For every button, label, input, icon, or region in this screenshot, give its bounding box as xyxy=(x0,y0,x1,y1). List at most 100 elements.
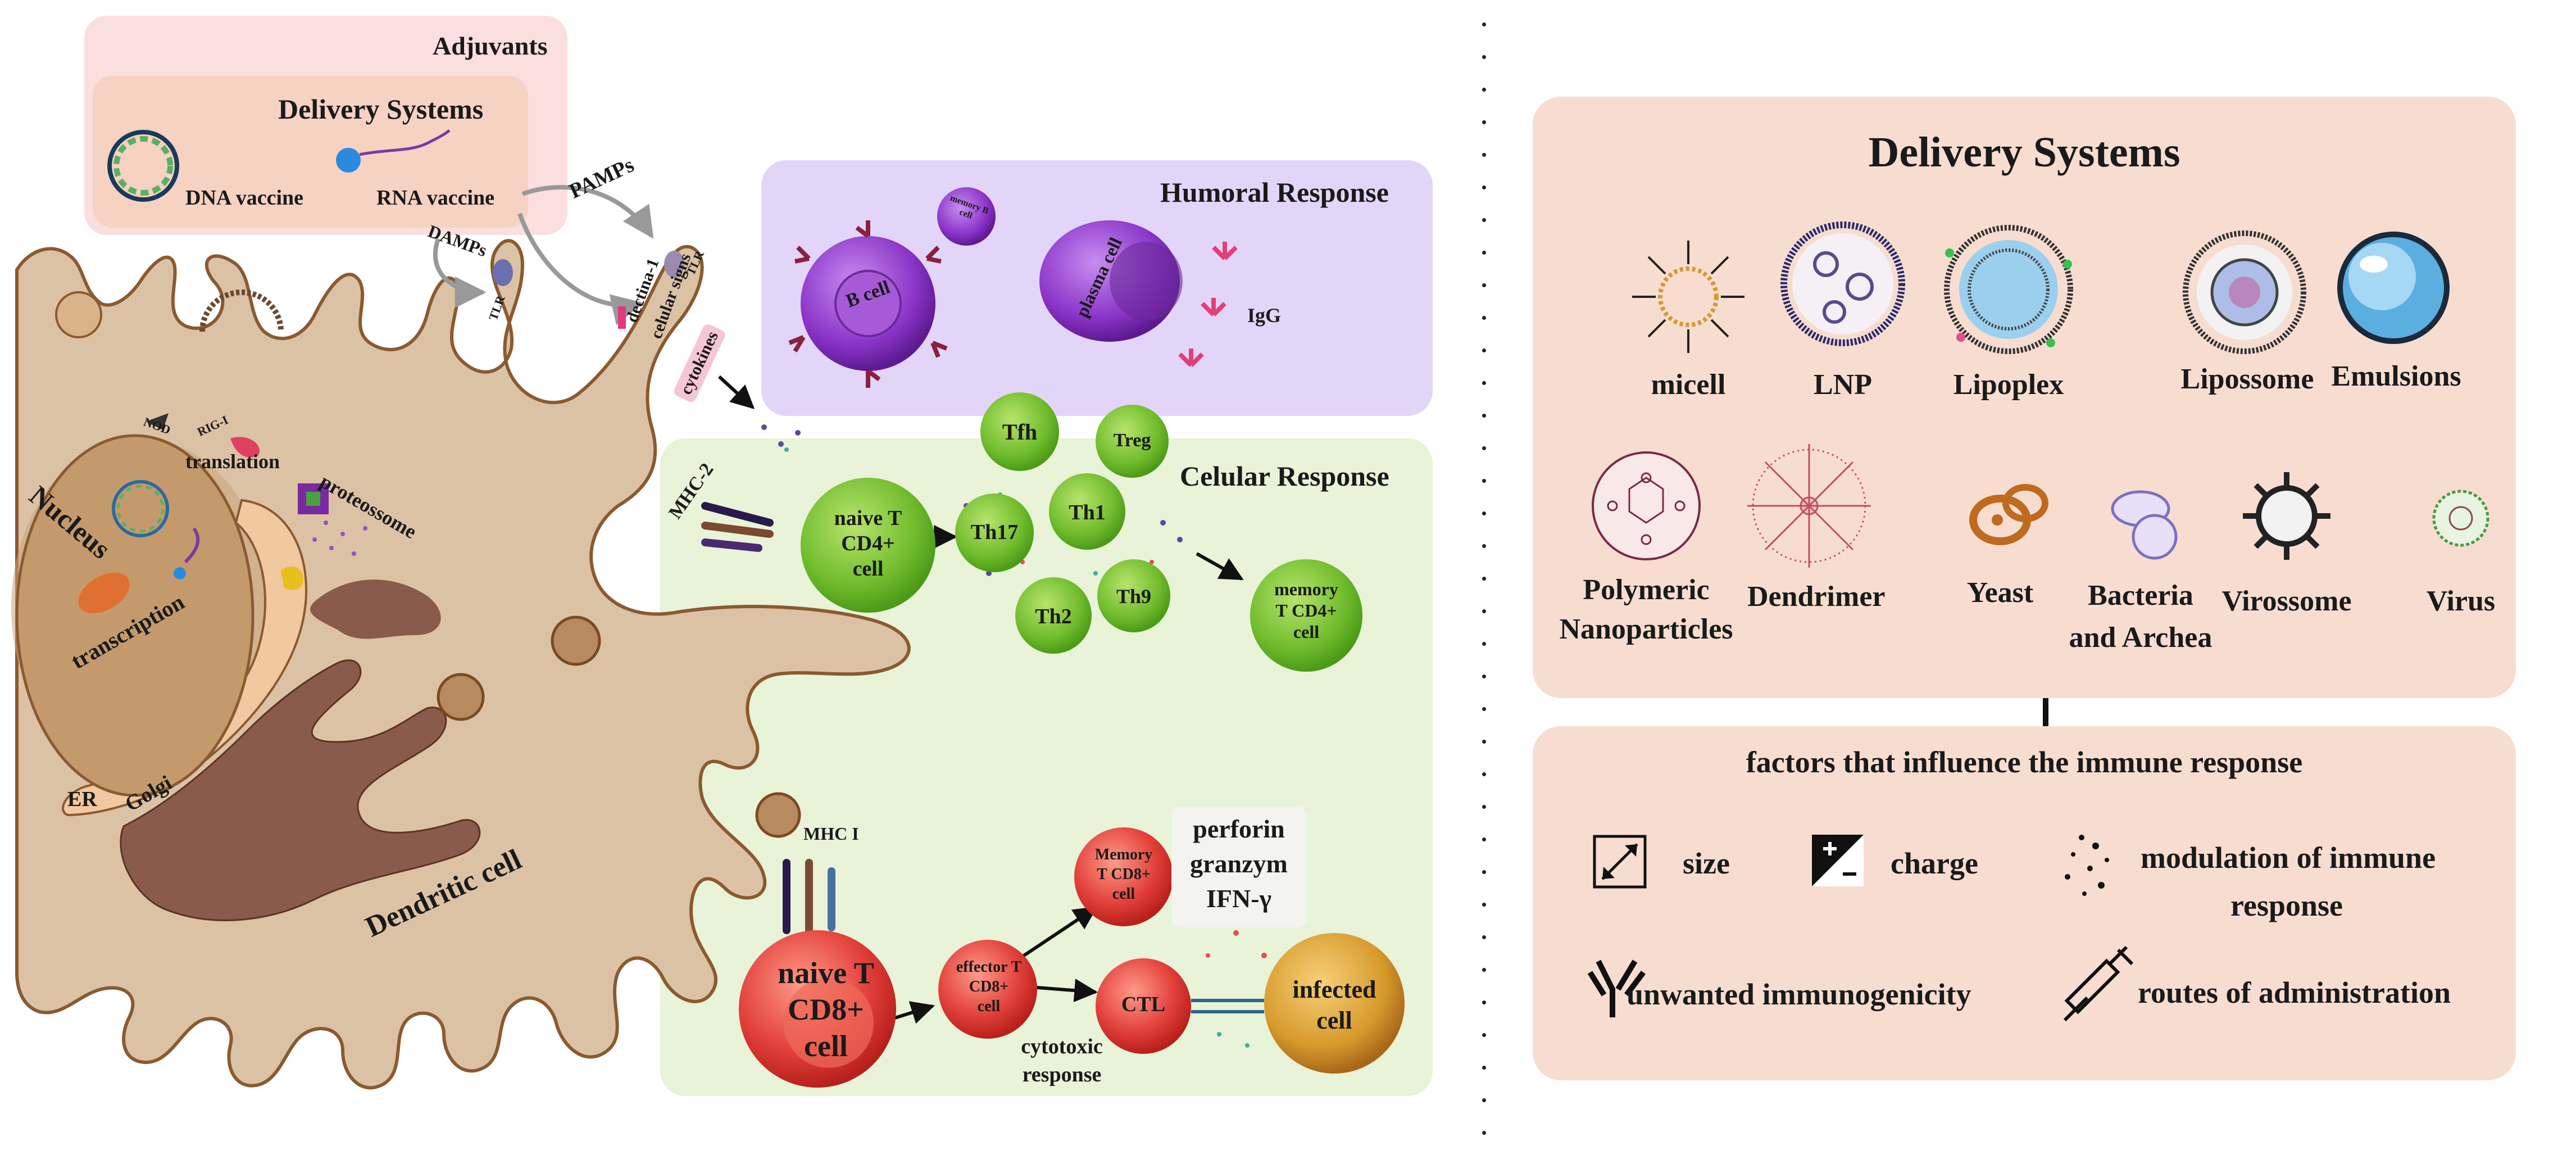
mem-cd4-l3: cell xyxy=(1293,622,1320,642)
effector-l1: effector T xyxy=(956,958,1022,976)
factor-modulation-l1: modulation of immune xyxy=(2141,841,2436,875)
ds-item-lipoplex: Lipoplex xyxy=(1953,369,2064,401)
dna-plasmid-nucleus-icon xyxy=(112,480,169,537)
ds-item-micell: micell xyxy=(1651,369,1726,401)
divider-dot xyxy=(1482,218,1486,222)
divider-dot xyxy=(1482,283,1486,287)
factors-title: factors that influence the immune respon… xyxy=(1746,745,2303,779)
rna-vaccine-icon xyxy=(336,129,451,173)
tlr-receptor-icon xyxy=(493,259,513,286)
translation-label: translation xyxy=(185,450,280,473)
divider-dot xyxy=(1482,740,1486,744)
transcription-icon xyxy=(78,572,130,614)
divider-dot xyxy=(1482,935,1486,939)
naive-cd4-l2: CD4+ xyxy=(841,532,895,555)
ds-item-polymeric-l2: Nanoparticles xyxy=(1559,613,1733,645)
divider-dot xyxy=(1482,609,1486,613)
th1-label: Th1 xyxy=(1069,501,1106,524)
divider-dot xyxy=(1482,316,1486,320)
naive-cd8-l2: CD8+ xyxy=(788,993,864,1026)
divider-dot xyxy=(1482,251,1486,255)
dna-vaccine-label: DNA vaccine xyxy=(185,186,304,210)
ctl-cell xyxy=(1096,958,1191,1054)
factor-unwanted: unwanted immunogenicity xyxy=(1627,977,1971,1011)
treg-label: Treg xyxy=(1113,430,1151,451)
divider-dot xyxy=(1482,544,1486,548)
b-cell xyxy=(801,236,935,371)
ds-item-bacteria-l1: Bacteria xyxy=(2088,579,2193,612)
dna-vaccine-icon xyxy=(107,130,179,202)
divider-dot xyxy=(1482,348,1486,352)
nod-icon xyxy=(146,413,169,430)
divider-dot xyxy=(1482,55,1486,59)
divider-dot xyxy=(1482,772,1486,776)
plasma-cell xyxy=(1039,220,1183,342)
infected-cell xyxy=(1264,933,1405,1074)
ds-item-emulsions: Emulsions xyxy=(2331,360,2461,392)
effector-l2: CD8+ xyxy=(969,978,1009,995)
divider-dot xyxy=(1482,153,1486,157)
ds-item-lipossome: Lipossome xyxy=(2180,363,2314,395)
granzym-label: granzym xyxy=(1190,849,1288,878)
mem-cd8-l3: cell xyxy=(1112,885,1135,903)
divider-dot xyxy=(1482,446,1486,450)
treg-cell xyxy=(1096,405,1169,478)
connector-line xyxy=(2043,698,2048,726)
er-label: ER xyxy=(67,787,97,811)
rna-vaccine-label: RNA vaccine xyxy=(376,186,495,210)
divider-dot xyxy=(1482,1066,1486,1070)
mem-cd4-l2: T CD4+ xyxy=(1275,600,1337,621)
delivery-systems-panel xyxy=(93,76,528,228)
divider-dot xyxy=(1482,88,1486,92)
divider-dot xyxy=(1482,870,1486,874)
ds-item-polymeric-l1: Polymeric xyxy=(1583,574,1710,606)
th2-label: Th2 xyxy=(1035,605,1072,628)
tfh-label: Tfh xyxy=(1002,419,1038,445)
divider-dot xyxy=(1482,1033,1486,1037)
delivery-systems-right-panel xyxy=(1533,97,2516,698)
divider-dot xyxy=(1482,381,1486,385)
naive-cd8-l3: cell xyxy=(804,1029,848,1063)
divider-dot xyxy=(1482,837,1486,841)
effector-cd8-cell xyxy=(938,940,1037,1039)
perforin-label: perforin xyxy=(1193,814,1285,843)
infected-l2: cell xyxy=(1316,1007,1352,1034)
factor-modulation-l2: response xyxy=(2230,889,2343,922)
memory-b-cell xyxy=(937,187,996,246)
ctl-label: CTL xyxy=(1121,993,1166,1016)
cytotoxic-l2: response xyxy=(1022,1063,1102,1086)
rig-icon xyxy=(230,437,260,458)
divider-dot xyxy=(1482,185,1486,189)
th17-cell xyxy=(955,493,1034,572)
mhc1-label: MHC I xyxy=(803,823,859,844)
th9-cell xyxy=(1097,559,1170,632)
divider-dot xyxy=(1482,1098,1486,1102)
igg-antibody-icon xyxy=(1178,242,1238,367)
divider-dot xyxy=(1482,1000,1486,1004)
ds-item-virus: Virus xyxy=(2426,585,2496,617)
ds-item-dendrimer: Dendrimer xyxy=(1747,581,1886,613)
effector-l3: cell xyxy=(977,998,1001,1015)
divider-dot xyxy=(1482,903,1486,907)
delivery-systems-title: Delivery Systems xyxy=(1868,129,2180,176)
divider-dot xyxy=(1482,511,1486,515)
ds-item-bacteria-l2: and Archea xyxy=(2069,622,2212,654)
th2-cell xyxy=(1015,577,1092,654)
naive-cd4-cell xyxy=(801,478,935,613)
factor-charge: charge xyxy=(1891,846,1978,880)
cytotoxic-l1: cytotoxic xyxy=(1021,1035,1103,1058)
divider-dot xyxy=(1482,414,1486,418)
divider-dot xyxy=(1482,674,1486,678)
divider-dot xyxy=(1482,707,1486,711)
adjuvants-title: Adjuvants xyxy=(433,31,548,60)
divider-dot xyxy=(1482,479,1486,483)
divider-dot xyxy=(1482,120,1486,124)
delivery-systems-left-title: Delivery Systems xyxy=(278,93,484,125)
divider-dot xyxy=(1482,22,1486,26)
divider-dot xyxy=(1482,642,1486,646)
divider-dot xyxy=(1482,968,1486,972)
golgi xyxy=(120,659,481,921)
immune-diagram xyxy=(11,16,1433,1096)
ds-item-yeast: Yeast xyxy=(1966,577,2034,609)
memory-cd8-cell xyxy=(1074,827,1173,926)
